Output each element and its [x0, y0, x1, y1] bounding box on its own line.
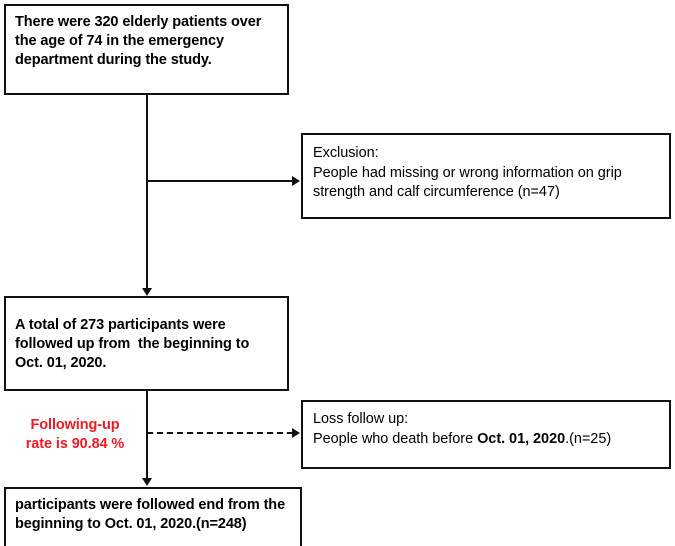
follow-up-rate-line2: rate is 90.84 % — [25, 436, 125, 452]
loss-detail-date: Oct. 01, 2020 — [477, 430, 566, 447]
exclusion-detail: People had missing or wrong information … — [313, 164, 626, 201]
follow-up-rate-annotation: Following-up rate is 90.84 % — [8, 416, 142, 454]
arrow-right-icon-loss — [292, 428, 300, 438]
loss-detail-suffix: .(n=25) — [565, 430, 612, 447]
final-cohort-text: participants were followed end from the … — [15, 497, 289, 532]
final-cohort-box: participants were followed end from the … — [4, 487, 302, 546]
followed-up-box: A total of 273 participants were followe… — [4, 296, 289, 391]
arrow-down-icon-enrollment-to-followed — [142, 288, 152, 296]
enrollment-text: There were 320 elderly patients over the… — [15, 14, 266, 68]
enrollment-box: There were 320 elderly patients over the… — [4, 4, 289, 95]
loss-follow-up-heading: Loss follow up: — [313, 411, 409, 427]
loss-follow-up-box: Loss follow up: People who death before … — [301, 400, 671, 469]
loss-follow-up-detail: People who death before Oct. 01, 2020.(n… — [313, 430, 669, 450]
exclusion-heading: Exclusion: — [313, 145, 379, 161]
exclusion-box: Exclusion: People had missing or wrong i… — [301, 133, 671, 219]
loss-detail-prefix: People who death before — [313, 430, 478, 447]
connector-enrollment-to-followed — [146, 95, 148, 291]
connector-enrollment-to-exclusion — [147, 180, 293, 182]
connector-followed-to-final — [146, 391, 148, 479]
followed-up-text: A total of 273 participants were followe… — [15, 317, 254, 371]
arrow-down-icon-followed-to-final — [142, 478, 152, 486]
connector-followed-to-loss-dashed — [147, 432, 293, 434]
arrow-right-icon-exclusion — [292, 176, 300, 186]
follow-up-rate-line1: Following-up — [30, 417, 120, 433]
